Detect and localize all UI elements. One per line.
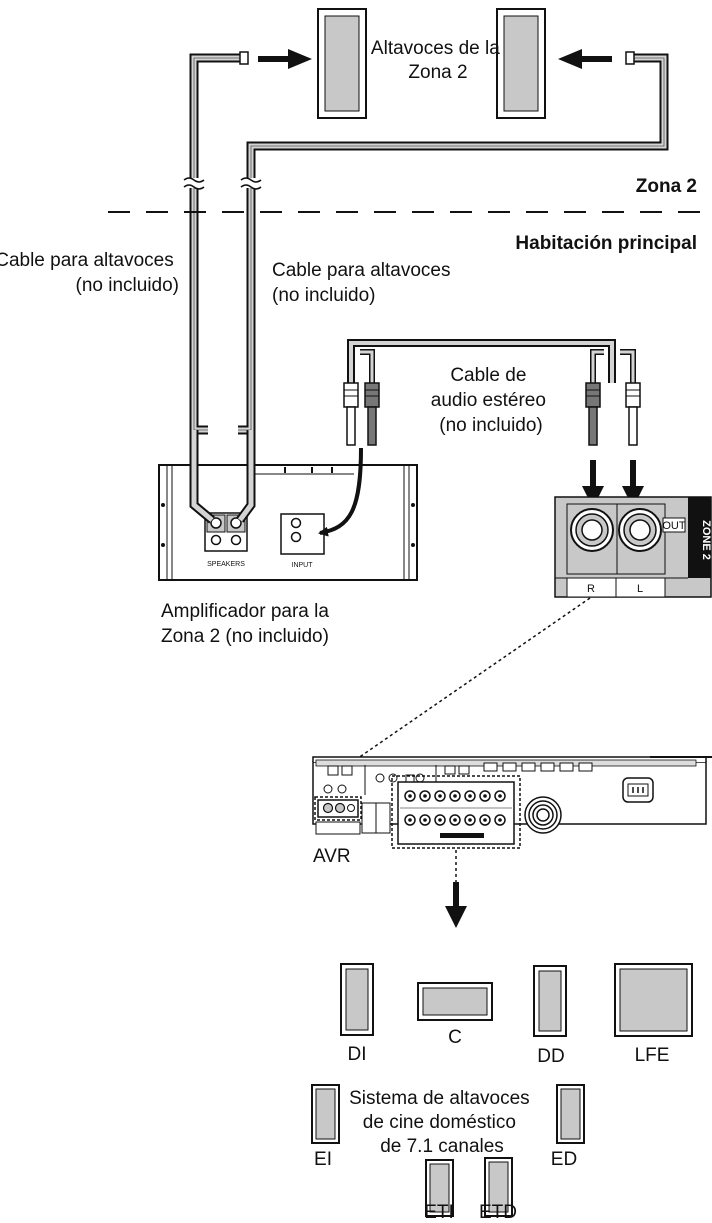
speaker-fr bbox=[533, 965, 567, 1037]
speaker-system-label: Sistema de altavoces de cine doméstico d… bbox=[349, 1088, 535, 1157]
speaker-cable-left-label: Cable para altavoces (no incluido) bbox=[0, 250, 179, 296]
speaker-sr-label: ED bbox=[551, 1149, 577, 1170]
speaker-cable-ends bbox=[189, 430, 256, 524]
avr-label: AVR bbox=[313, 846, 351, 867]
zone2-label: Zona 2 bbox=[636, 176, 697, 197]
arrow-to-speaker-system bbox=[445, 850, 467, 928]
panel-r-label: R bbox=[587, 583, 595, 595]
speaker-lfe-label: LFE bbox=[635, 1045, 670, 1066]
speaker-br bbox=[484, 1157, 513, 1217]
speaker-sl bbox=[311, 1084, 340, 1144]
zone2-speakers-label: Altavoces de la Zona 2 bbox=[371, 38, 505, 83]
zone2-amplifier: SPEAKERS INPUT bbox=[158, 464, 418, 581]
amp-input-label: INPUT bbox=[292, 562, 314, 569]
speaker-bl-label: ETI bbox=[424, 1202, 454, 1223]
speaker-bl bbox=[425, 1159, 454, 1217]
speaker-fl bbox=[340, 963, 374, 1036]
arrow-to-left-speaker bbox=[258, 49, 312, 69]
speaker-cable-left bbox=[189, 51, 249, 435]
speaker-cable-right-label: Cable para altavoces (no incluido) bbox=[272, 260, 456, 306]
zone2-badge: ZONE 2 bbox=[700, 520, 712, 560]
rca-plug-avr-white bbox=[625, 382, 641, 446]
speaker-fl-label: DI bbox=[348, 1044, 367, 1065]
zone2-speaker-left bbox=[317, 8, 367, 119]
zone2-speaker-right bbox=[496, 8, 546, 119]
panel-out-label: OUT bbox=[662, 520, 686, 532]
speaker-br-label: ETD bbox=[479, 1202, 517, 1223]
speaker-sr bbox=[556, 1084, 585, 1144]
rca-plug-amp-red bbox=[364, 382, 380, 446]
avr-receiver bbox=[312, 756, 712, 849]
rca-plug-amp-white bbox=[343, 382, 359, 446]
speaker-c bbox=[417, 982, 493, 1021]
amp-speakers-label: SPEAKERS bbox=[207, 561, 245, 568]
speaker-c-label: C bbox=[448, 1027, 462, 1048]
amplifier-label: Amplificador para la Zona 2 (no incluido… bbox=[161, 601, 334, 647]
arrow-into-amp-input bbox=[318, 447, 363, 537]
panel-l-label: L bbox=[637, 583, 643, 595]
rca-plug-avr-red bbox=[585, 382, 601, 446]
speaker-lfe bbox=[614, 963, 693, 1037]
stereo-audio-cable bbox=[347, 339, 636, 383]
cable-break-marks bbox=[183, 177, 262, 190]
speaker-sl-label: EI bbox=[314, 1149, 332, 1170]
main-room-label: Habitación principal bbox=[515, 233, 697, 254]
zone2-output-panel: ZONE 2 OUT R L bbox=[554, 496, 712, 598]
speaker-fr-label: DD bbox=[537, 1046, 564, 1067]
panel-to-avr-dotted bbox=[347, 597, 591, 766]
audio-cable-label: Cable de audio estéreo (no incluido) bbox=[431, 365, 551, 436]
arrow-to-right-speaker bbox=[558, 49, 612, 69]
